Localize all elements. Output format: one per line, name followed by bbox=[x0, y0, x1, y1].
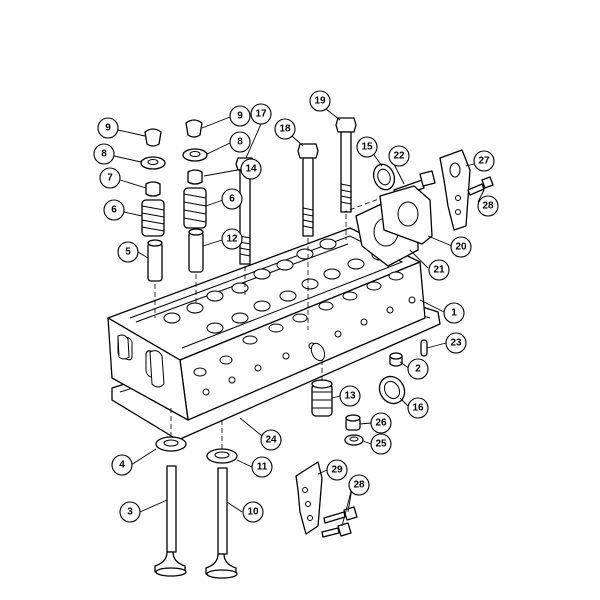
callout-17: 17 bbox=[250, 103, 272, 125]
svg-text:2: 2 bbox=[415, 364, 421, 375]
callout-14: 14 bbox=[240, 158, 262, 180]
callout-5: 5 bbox=[117, 241, 139, 263]
head-bolt-18 bbox=[297, 143, 319, 330]
collet-right bbox=[185, 119, 203, 138]
right-valve-stack bbox=[182, 119, 208, 305]
callout-29: 29 bbox=[326, 459, 348, 481]
svg-text:6: 6 bbox=[229, 194, 235, 205]
callout-8: 8 bbox=[229, 131, 251, 153]
svg-text:20: 20 bbox=[455, 242, 467, 253]
svg-text:8: 8 bbox=[101, 149, 107, 160]
callout-3: 3 bbox=[119, 501, 141, 523]
callout-28: 28 bbox=[477, 195, 499, 217]
cylinder-head bbox=[107, 227, 426, 421]
callout-9: 9 bbox=[97, 117, 119, 139]
valve-spring-left bbox=[141, 199, 165, 237]
callout-27: 27 bbox=[473, 150, 495, 172]
svg-text:16: 16 bbox=[412, 403, 424, 414]
valve-guide-left bbox=[147, 242, 163, 282]
callout-6: 6 bbox=[221, 188, 243, 210]
valve-seal bbox=[145, 181, 161, 197]
svg-text:26: 26 bbox=[375, 418, 387, 429]
bolt-28-upper bbox=[467, 176, 494, 196]
callout-12: 12 bbox=[221, 228, 243, 250]
callout-9: 9 bbox=[229, 105, 251, 127]
svg-text:1: 1 bbox=[451, 308, 457, 319]
head-bolt-19 bbox=[335, 117, 357, 240]
svg-text:5: 5 bbox=[125, 247, 131, 258]
callout-2: 2 bbox=[407, 358, 429, 380]
svg-text:9: 9 bbox=[237, 111, 243, 122]
valve-rotator bbox=[187, 169, 203, 185]
callout-4: 4 bbox=[111, 454, 133, 476]
callout-21: 21 bbox=[428, 259, 450, 281]
svg-text:7: 7 bbox=[107, 173, 113, 184]
svg-text:13: 13 bbox=[344, 391, 356, 402]
svg-text:27: 27 bbox=[478, 156, 490, 167]
svg-text:21: 21 bbox=[433, 265, 445, 276]
callout-22: 22 bbox=[388, 145, 410, 167]
svg-text:8: 8 bbox=[237, 137, 243, 148]
plug-2 bbox=[389, 352, 403, 367]
callout-18: 18 bbox=[274, 118, 296, 140]
svg-text:28: 28 bbox=[353, 480, 365, 491]
left-valve-stack bbox=[140, 128, 166, 318]
callout-7: 7 bbox=[99, 167, 121, 189]
callout-labels: 9 8 7 6 5 9 8 14 6 12 17 18 19 15 22 27 … bbox=[93, 90, 499, 523]
bolts-28-lower bbox=[321, 506, 358, 538]
valve-seat-insert-11 bbox=[206, 448, 238, 464]
svg-text:22: 22 bbox=[393, 151, 405, 162]
svg-text:12: 12 bbox=[226, 234, 238, 245]
callout-26: 26 bbox=[370, 412, 392, 434]
callout-28: 28 bbox=[348, 474, 370, 496]
svg-text:3: 3 bbox=[127, 507, 133, 518]
collet-left bbox=[144, 128, 162, 147]
seal-ring-16 bbox=[378, 375, 406, 405]
callout-10: 10 bbox=[242, 501, 264, 523]
svg-text:14: 14 bbox=[245, 164, 257, 175]
svg-text:17: 17 bbox=[255, 109, 267, 120]
svg-text:18: 18 bbox=[279, 124, 291, 135]
callout-1: 1 bbox=[443, 302, 465, 324]
callout-25: 25 bbox=[370, 433, 392, 455]
callout-13: 13 bbox=[339, 385, 361, 407]
callout-8: 8 bbox=[93, 143, 115, 165]
cap-26 bbox=[345, 414, 361, 431]
valve-seat-insert-4 bbox=[155, 436, 187, 452]
valve-seat-ports bbox=[163, 238, 404, 377]
callout-11: 11 bbox=[251, 456, 273, 478]
exhaust-valve-10 bbox=[205, 467, 238, 579]
svg-text:4: 4 bbox=[119, 460, 125, 471]
svg-text:19: 19 bbox=[314, 96, 326, 107]
inlet-valve-3 bbox=[154, 465, 187, 577]
callout-6: 6 bbox=[103, 199, 125, 221]
leader-lines bbox=[113, 108, 485, 527]
svg-text:6: 6 bbox=[111, 205, 117, 216]
dowel-23 bbox=[420, 339, 428, 357]
core-plug-15 bbox=[372, 163, 396, 191]
callout-16: 16 bbox=[407, 397, 429, 419]
bracket-29 bbox=[295, 461, 323, 535]
callout-15: 15 bbox=[356, 136, 378, 158]
valve-spring-right bbox=[183, 187, 207, 229]
svg-text:28: 28 bbox=[482, 201, 494, 212]
callout-24: 24 bbox=[260, 429, 282, 451]
washer-25 bbox=[344, 434, 364, 446]
svg-text:25: 25 bbox=[375, 439, 387, 450]
housing-plate-20 bbox=[379, 185, 433, 245]
svg-text:10: 10 bbox=[247, 507, 259, 518]
svg-text:15: 15 bbox=[361, 142, 373, 153]
sleeve-13 bbox=[311, 379, 333, 417]
callout-23: 23 bbox=[445, 332, 467, 354]
svg-text:23: 23 bbox=[450, 338, 462, 349]
svg-text:11: 11 bbox=[257, 462, 268, 473]
valve-guide-right bbox=[188, 231, 204, 273]
callout-20: 20 bbox=[450, 236, 472, 258]
svg-text:24: 24 bbox=[265, 435, 277, 446]
lifting-bracket-27 bbox=[439, 149, 471, 231]
callout-19: 19 bbox=[309, 90, 331, 112]
svg-text:29: 29 bbox=[331, 465, 343, 476]
svg-text:9: 9 bbox=[105, 123, 111, 134]
